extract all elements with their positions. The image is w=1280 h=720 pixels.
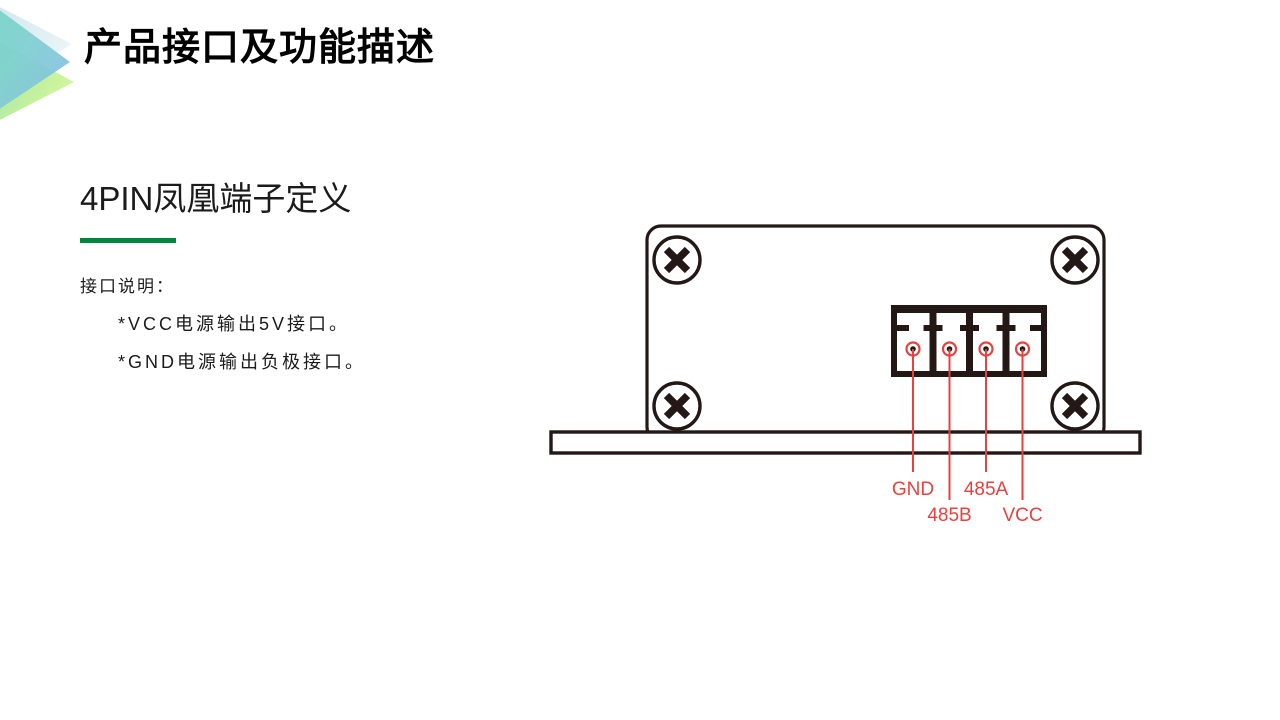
section-title: 4PIN凤凰端子定义 [80,180,352,217]
terminal-top-rail [894,308,1044,313]
screw-bottom-left [652,381,702,431]
mounting-base-bar [549,430,1142,455]
triangle-ribbon-decoration-icon [0,0,80,126]
callout-label-485a: 485A [964,479,1009,500]
interface-bullet-list: *VCC电源输出5V接口。 *GND电源输出负极接口。 [118,315,538,391]
callout-label-vcc: VCC [1002,505,1042,526]
callout-leader-lines [912,349,1024,500]
screw-top-right [1050,235,1100,285]
terminal-side-notches [897,325,1042,331]
device-diagram: GND 485B 485A VCC [520,200,1180,540]
interface-description-label: 接口说明： [80,277,175,296]
list-item: *VCC电源输出5V接口。 [118,314,351,334]
callout-label-gnd: GND [892,479,934,500]
screw-cross-icon [663,246,691,274]
screw-cross-icon [1061,246,1089,274]
terminal-dividers [923,311,1016,374]
screw-bottom-right [1050,381,1100,431]
list-item: *GND电源输出负极接口。 [118,352,367,372]
4pin-terminal-block [891,305,1047,377]
screw-cross-icon [663,392,691,420]
section-title-underline [80,238,176,243]
callout-label-485b: 485B [927,505,971,526]
screw-top-left [652,235,702,285]
callout-labels: GND 485B 485A VCC [892,479,1043,526]
page-title: 产品接口及功能描述 [84,27,436,69]
screw-cross-icon [1061,392,1089,420]
